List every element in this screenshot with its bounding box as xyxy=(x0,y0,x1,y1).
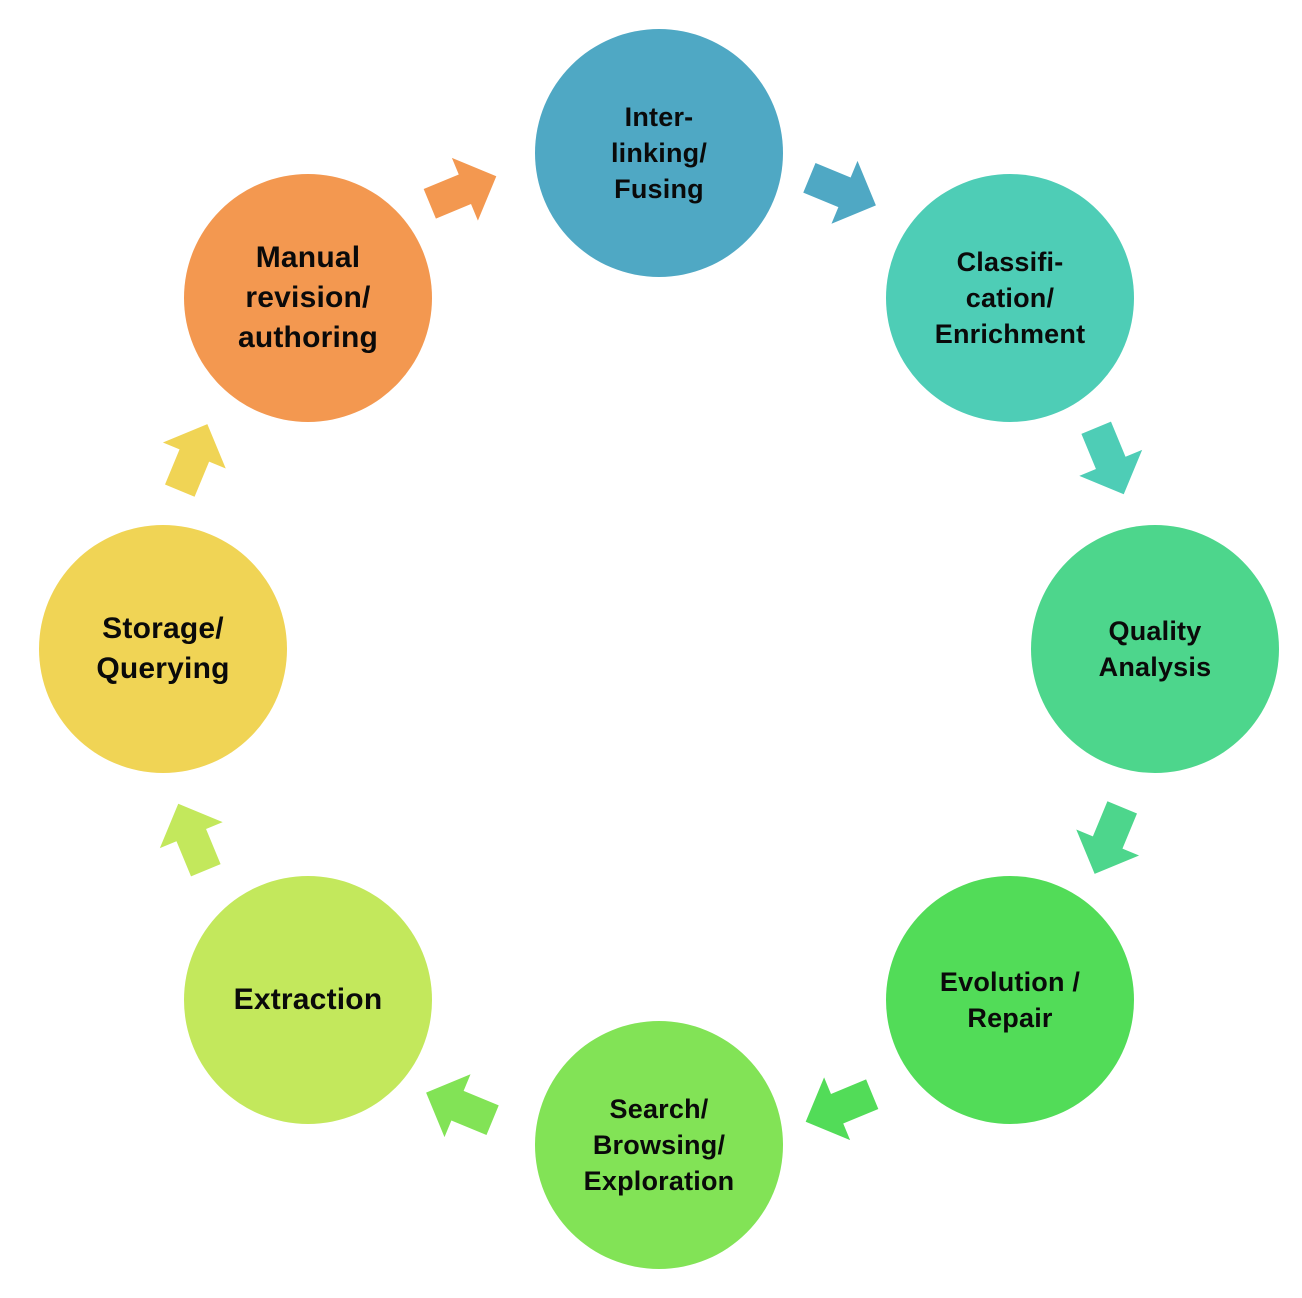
node-search-browsing-exploration: Search/ Browsing/ Exploration xyxy=(535,1021,783,1269)
arrow-quality-to-evolution xyxy=(1076,801,1140,874)
arrow-manual-to-interlinking xyxy=(423,157,497,221)
node-label-storage-querying: Storage/ Querying xyxy=(96,612,230,685)
node-label-classification-enrichment: Classifi- cation/ Enrichment xyxy=(934,247,1086,349)
node-label-interlinking-fusing: Inter- linking/ Fusing xyxy=(610,102,708,204)
node-quality-analysis: Quality Analysis xyxy=(1031,525,1279,773)
node-label-extraction: Extraction xyxy=(233,983,383,1016)
node-label-quality-analysis: Quality Analysis xyxy=(1098,616,1212,682)
arrow-search-to-extraction xyxy=(426,1074,499,1138)
arrow-classification-to-quality xyxy=(1079,421,1143,495)
arrow-interlinking-to-classification xyxy=(803,160,876,224)
node-classification-enrichment: Classifi- cation/ Enrichment xyxy=(886,174,1134,422)
arrow-storage-to-manual xyxy=(162,424,226,497)
arrow-extraction-to-storage xyxy=(159,803,223,877)
node-storage-querying: Storage/ Querying xyxy=(39,525,287,773)
arrow-evolution-to-search xyxy=(805,1077,879,1141)
node-interlinking-fusing: Inter- linking/ Fusing xyxy=(535,29,783,277)
node-label-search-browsing-exploration: Search/ Browsing/ Exploration xyxy=(583,1094,735,1196)
node-extraction: Extraction xyxy=(184,876,432,1124)
node-label-manual-revision-authoring: Manual revision/ authoring xyxy=(237,241,379,354)
node-evolution-repair: Evolution / Repair xyxy=(886,876,1134,1124)
node-manual-revision-authoring: Manual revision/ authoring xyxy=(184,174,432,422)
node-label-evolution-repair: Evolution / Repair xyxy=(939,967,1081,1033)
